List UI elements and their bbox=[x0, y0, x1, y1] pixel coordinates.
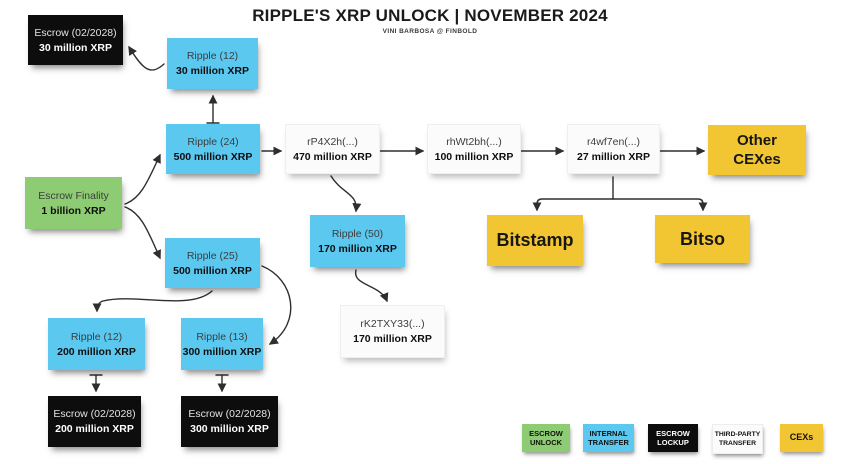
node-label: Bitstamp bbox=[496, 230, 574, 250]
node-ripple-13-300m: Ripple (13) 300 million XRP bbox=[181, 318, 263, 370]
node-amount: 470 million XRP bbox=[293, 150, 372, 163]
node-amount: 100 million XRP bbox=[434, 150, 514, 163]
node-label: Bitso bbox=[680, 228, 725, 249]
node-amount: 1 billion XRP bbox=[41, 204, 106, 217]
node-amount: 200 million XRP bbox=[55, 423, 134, 435]
node-other-cexes: Other CEXes bbox=[708, 125, 806, 175]
legend-label: THIRD-PARTY bbox=[714, 430, 761, 438]
node-label: Ripple (12) bbox=[70, 330, 123, 343]
legend-label: TRANSFER bbox=[718, 440, 756, 447]
node-label: rhWt2bh(...) bbox=[446, 135, 502, 148]
page-subtitle: VINI BARBOSA @ FINBOLD bbox=[382, 28, 478, 35]
node-label: Escrow Finality bbox=[38, 189, 109, 202]
node-label: Escrow (02/2028) bbox=[188, 408, 271, 420]
legend-third-party-transfer: THIRD-PARTY TRANSFER bbox=[712, 424, 763, 454]
legend-label: ESCROW bbox=[656, 428, 690, 438]
legend-escrow-unlock: ESCROW UNLOCK bbox=[522, 424, 570, 452]
node-rhwt2bh-wallet: rhWt2bh(...) 100 million XRP bbox=[427, 124, 521, 174]
node-escrow-lockup-200m: Escrow (02/2028) 200 million XRP bbox=[48, 396, 141, 447]
node-r4wf7en-wallet: r4wf7en(...) 27 million XRP bbox=[567, 124, 660, 174]
node-label: rK2TXY33(...) bbox=[360, 318, 425, 330]
node-label: Ripple (50) bbox=[331, 227, 384, 240]
node-ripple-12-30m: Ripple (12) 30 million XRP bbox=[167, 38, 258, 89]
node-bitstamp: Bitstamp bbox=[487, 215, 583, 266]
node-amount: 170 million XRP bbox=[318, 242, 397, 255]
node-amount: 30 million XRP bbox=[39, 41, 112, 54]
node-ripple-50: Ripple (50) 170 million XRP bbox=[310, 215, 405, 267]
node-amount: 170 million XRP bbox=[353, 333, 432, 345]
node-label: Ripple (25) bbox=[186, 249, 239, 262]
arrow-escrow-finality-to-ripple24 bbox=[124, 153, 161, 205]
arrow-ripple12-30m-to-escrow-30m bbox=[128, 45, 165, 71]
node-ripple-25: Ripple (25) 500 million XRP bbox=[165, 238, 260, 288]
node-label: Ripple (13) bbox=[196, 330, 248, 343]
arrow-r4wf7en-to-bitso bbox=[612, 198, 708, 212]
node-label: Escrow (02/2028) bbox=[34, 26, 117, 39]
node-amount: 500 million XRP bbox=[173, 264, 252, 277]
node-label: Escrow (02/2028) bbox=[53, 408, 136, 420]
arrow-ripple50-to-rk2txy33 bbox=[355, 269, 389, 303]
node-label: Ripple (24) bbox=[187, 135, 239, 148]
node-label: Other bbox=[736, 131, 777, 149]
page-title: RIPPLE'S XRP UNLOCK | NOVEMBER 2024 bbox=[252, 6, 608, 25]
legend-label: TRANSFER bbox=[588, 438, 629, 447]
node-rk2txy33-wallet: rK2TXY33(...) 170 million XRP bbox=[340, 305, 445, 358]
node-ripple-12-200m: Ripple (12) 200 million XRP bbox=[48, 318, 145, 370]
arrow-rp4x2h-to-ripple50 bbox=[330, 175, 362, 213]
node-amount: 300 million XRP bbox=[190, 423, 269, 435]
node-escrow-lockup-30m: Escrow (02/2028) 30 million XRP bbox=[28, 15, 123, 65]
legend-label: ESCROW bbox=[529, 428, 563, 438]
node-rp4x2h-wallet: rP4X2h(...) 470 million XRP bbox=[285, 124, 380, 174]
node-amount: 27 million XRP bbox=[577, 150, 650, 163]
legend-label: UNLOCK bbox=[529, 438, 563, 447]
node-amount: 500 million XRP bbox=[173, 150, 253, 163]
arrow-ripple25-to-ripple12-200m bbox=[92, 290, 213, 313]
node-amount: 300 million XRP bbox=[182, 345, 262, 358]
node-amount: 30 million XRP bbox=[176, 65, 249, 77]
node-label: Ripple (12) bbox=[186, 50, 239, 62]
node-label: rP4X2h(...) bbox=[307, 135, 358, 148]
legend-label: CEXs bbox=[789, 432, 814, 443]
arrow-r4wf7en-to-bitstamp bbox=[532, 198, 614, 212]
legend-cexs: CEXs bbox=[780, 424, 823, 452]
node-amount: 200 million XRP bbox=[57, 345, 136, 358]
node-ripple-24: Ripple (24) 500 million XRP bbox=[166, 124, 260, 174]
node-bitso: Bitso bbox=[655, 215, 750, 263]
node-label: CEXes bbox=[733, 150, 781, 168]
arrow-escrow-finality-to-ripple25 bbox=[124, 206, 161, 260]
node-escrow-finality: Escrow Finality 1 billion XRP bbox=[25, 177, 122, 229]
legend-internal-transfer: INTERNAL TRANSFER bbox=[583, 424, 634, 452]
node-escrow-lockup-300m: Escrow (02/2028) 300 million XRP bbox=[181, 396, 278, 447]
legend-escrow-lockup: ESCROW LOCKUP bbox=[648, 424, 698, 452]
legend-label: LOCKUP bbox=[657, 438, 689, 447]
arrow-ripple25-to-ripple13-300m bbox=[261, 265, 292, 345]
node-label: r4wf7en(...) bbox=[586, 135, 641, 148]
legend-label: INTERNAL bbox=[589, 428, 628, 438]
